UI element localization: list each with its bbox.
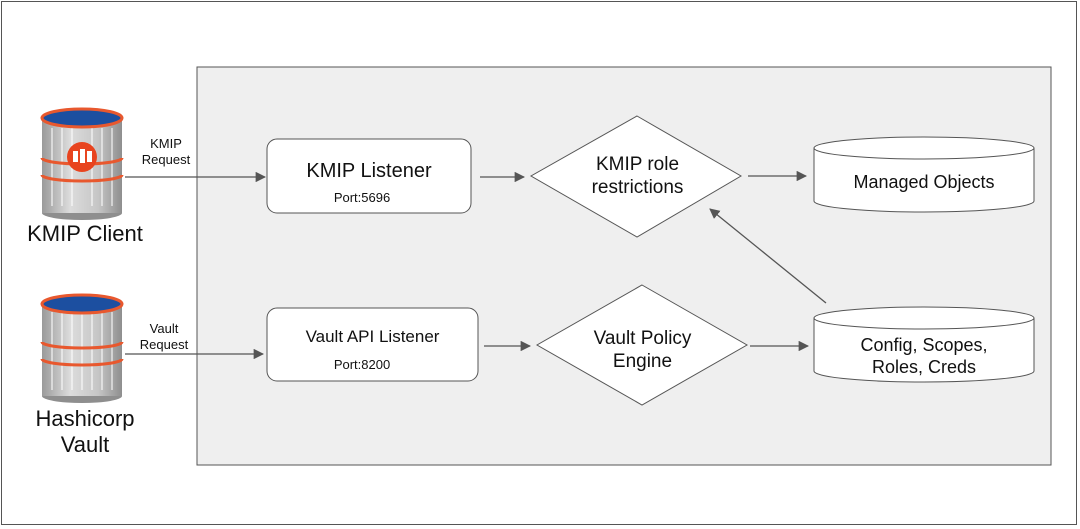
vault-label: Hashicorp Vault — [10, 406, 160, 459]
kmip-badge-icon — [67, 142, 97, 172]
vault-label-line1: Hashicorp — [35, 406, 135, 431]
kmip-role-label: KMIP role restrictions — [560, 154, 715, 200]
kmip-role-line2: restrictions — [591, 176, 684, 198]
vault-policy-diamond — [535, 284, 749, 406]
vault-api-listener-port: Port:8200 — [333, 357, 391, 372]
kmip-request-line1: KMIP — [150, 136, 182, 151]
vault-request-line1: Vault — [149, 321, 179, 336]
vault-request-line2: Request — [139, 336, 189, 352]
vault-label-line2: Vault — [60, 432, 110, 458]
kmip-request-label: KMIP Request — [128, 136, 204, 167]
kmip-request-line2: Request — [141, 151, 191, 167]
arrow-config-to-role — [709, 208, 827, 304]
vault-policy-line2: Engine — [612, 350, 673, 372]
kmip-listener-port: Port:5696 — [333, 190, 391, 205]
kmip-role-diamond — [529, 115, 742, 238]
kmip-listener-title: KMIP Listener — [306, 160, 432, 182]
config-store — [813, 306, 1035, 383]
config-store-line1: Config, Scopes, — [860, 335, 988, 355]
kmip-listener-box — [266, 138, 472, 214]
vault-policy-line1: Vault Policy — [593, 328, 692, 349]
managed-objects-label: Managed Objects — [853, 172, 995, 192]
kmip-client-label: KMIP Client — [27, 221, 143, 246]
config-store-label: Config, Scopes, Roles, Creds — [814, 335, 1034, 378]
vault-api-listener-box — [266, 307, 479, 382]
vault-request-label: Vault Request — [126, 321, 202, 352]
managed-objects-store — [813, 136, 1035, 213]
config-store-line2: Roles, Creds — [871, 356, 977, 377]
vault-api-listener-title: Vault API Listener — [305, 327, 440, 346]
kmip-role-line1: KMIP role — [595, 154, 680, 175]
vault-cylinder — [40, 293, 124, 403]
vault-policy-label: Vault Policy Engine — [565, 328, 720, 374]
